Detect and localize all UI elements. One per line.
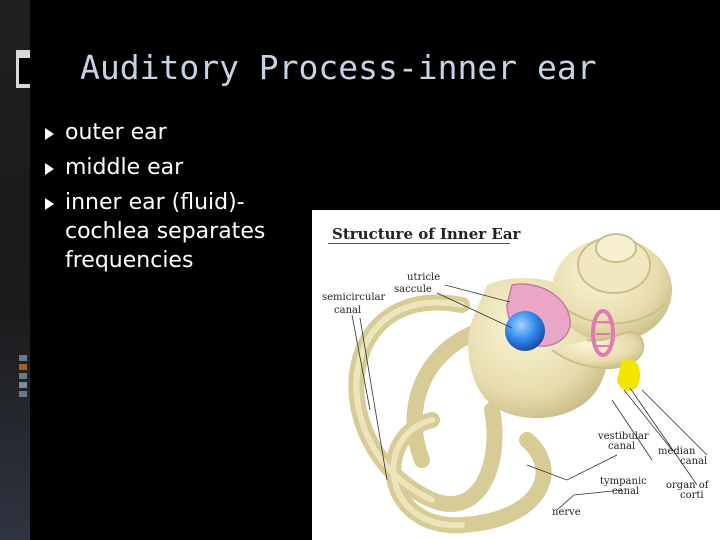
label-vestibular-canal: canal <box>608 441 636 452</box>
bullet-icon <box>45 163 54 175</box>
label-semicircular: semicircular <box>322 292 386 303</box>
inner-ear-illustration <box>348 233 708 534</box>
inner-ear-figure: Structure of Inner Ear utricle saccule s… <box>312 210 720 540</box>
cochlea <box>551 233 672 370</box>
slide-title: Auditory Process-inner ear <box>80 48 597 87</box>
saccule <box>505 311 545 351</box>
label-utricle: utricle <box>407 272 441 283</box>
label-median: median <box>658 446 696 457</box>
bullet-item: outer ear <box>45 118 315 147</box>
bullet-text: outer ear <box>65 120 167 145</box>
bullet-icon <box>45 198 54 210</box>
left-accent-strip <box>0 0 30 540</box>
organ-of-corti <box>617 359 641 392</box>
label-median-canal: canal <box>680 456 708 467</box>
label-vestibular: vestibular <box>598 431 649 442</box>
bullet-icon <box>45 128 54 140</box>
label-pointers <box>351 284 708 511</box>
label-corti: corti <box>680 490 704 501</box>
label-tympanic: tympanic <box>600 476 647 487</box>
label-organ-of: organ of <box>666 480 709 491</box>
accent-bars <box>19 355 27 415</box>
label-tympanic-canal: canal <box>612 486 640 497</box>
bullet-item: middle ear <box>45 153 315 182</box>
bullet-list: outer ear middle ear inner ear (fluid)- … <box>45 118 315 281</box>
label-saccule: saccule <box>394 284 432 295</box>
label-nerve: nerve <box>552 507 581 518</box>
cochlear-duct <box>591 309 615 357</box>
accent-notch-inner <box>19 58 30 84</box>
label-canal: canal <box>334 305 362 316</box>
bullet-text: middle ear <box>65 155 184 180</box>
figure-title-underline <box>328 243 510 244</box>
bullet-item: inner ear (fluid)- cochlea separates fre… <box>45 188 315 275</box>
bullet-text: inner ear (fluid)- cochlea separates fre… <box>65 190 266 273</box>
figure-title: Structure of Inner Ear <box>332 225 521 243</box>
